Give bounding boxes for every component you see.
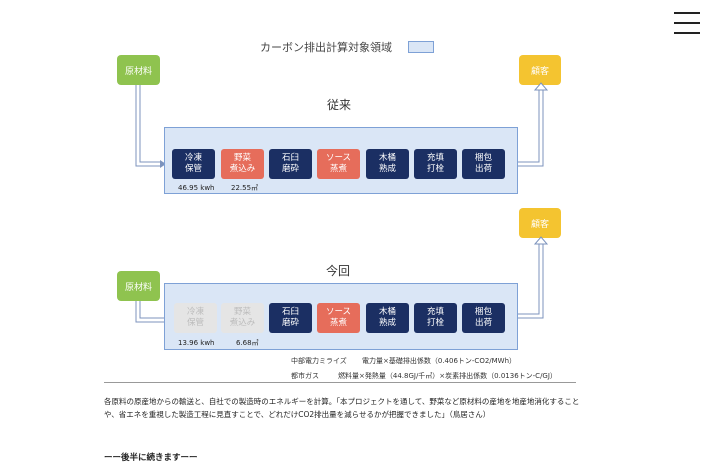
customer-label: 顧客 bbox=[530, 66, 549, 77]
step-line1: 梱包 bbox=[474, 153, 492, 163]
step-line2: 保管 bbox=[184, 164, 202, 174]
hamburger-menu-button[interactable] bbox=[674, 12, 700, 34]
step-line1: 野菜 bbox=[233, 307, 251, 317]
step-line1: ソース bbox=[325, 153, 352, 163]
step-line2: 出荷 bbox=[474, 164, 492, 174]
process-step: 野菜 煮込み bbox=[221, 149, 264, 179]
step-line2: 蒸煮 bbox=[329, 164, 347, 174]
step-line1: 石臼 bbox=[281, 153, 299, 163]
process-step: 石臼 磨砕 bbox=[269, 149, 312, 179]
raw-material-label: 原材料 bbox=[124, 66, 152, 77]
gas-label: 都市ガス bbox=[291, 372, 319, 380]
step-line1: 充填 bbox=[426, 307, 444, 317]
step-line2: 出荷 bbox=[474, 318, 492, 328]
customer-box: 顧客 bbox=[519, 208, 561, 238]
step-line1: 石臼 bbox=[281, 307, 299, 317]
current-title: 今回 bbox=[326, 264, 351, 278]
step-line2: 煮込み bbox=[229, 318, 256, 328]
process-step: 梱包 出荷 bbox=[462, 149, 505, 179]
gas-formula: 燃料量×発熱量（44.8GJ/千㎥）×炭素排出係数（0.0136トン-C/GJ） bbox=[338, 372, 557, 380]
raw-material-label: 原材料 bbox=[124, 282, 152, 293]
step-line1: 梱包 bbox=[474, 307, 492, 317]
step-line2: 打栓 bbox=[426, 164, 444, 174]
process-step: 冷凍 保管 bbox=[172, 149, 215, 179]
process-step: ソース 蒸煮 bbox=[317, 149, 360, 179]
step-line2: 保管 bbox=[186, 318, 204, 328]
step-line2: 熟成 bbox=[378, 318, 396, 328]
process-step: 木桶 熟成 bbox=[366, 149, 409, 179]
raw-material-box: 原材料 bbox=[117, 271, 160, 301]
step-line2: 磨砕 bbox=[281, 318, 299, 328]
gas-usage: 22.55㎥ bbox=[231, 184, 259, 192]
step-line1: 野菜 bbox=[233, 153, 251, 163]
process-step: 木桶 熟成 bbox=[366, 303, 409, 333]
legend-swatch bbox=[408, 41, 434, 53]
menu-bar-icon bbox=[674, 12, 700, 14]
step-line2: 磨砕 bbox=[281, 164, 299, 174]
step-line1: ソース bbox=[325, 307, 352, 317]
gas-usage: 6.68㎥ bbox=[236, 339, 259, 347]
step-line2: 煮込み bbox=[229, 164, 256, 174]
step-line1: 冷凍 bbox=[186, 307, 204, 317]
electricity-usage: 46.95 kwh bbox=[178, 184, 215, 192]
raw-material-box: 原材料 bbox=[117, 55, 160, 85]
electricity-usage: 13.96 kwh bbox=[178, 339, 215, 347]
process-step: 充填 打栓 bbox=[414, 149, 457, 179]
electric-formula: 電力量×基礎排出係数（0.406トン-CO2/MWh） bbox=[362, 357, 517, 365]
conventional-title: 従来 bbox=[327, 98, 352, 112]
step-line2: 打栓 bbox=[426, 318, 444, 328]
process-step: ソース 蒸煮 bbox=[317, 303, 360, 333]
step-line1: 木桶 bbox=[378, 307, 396, 317]
electric-label: 中部電力ミライズ bbox=[291, 357, 347, 365]
customer-label: 顧客 bbox=[530, 219, 549, 230]
process-step-removed: 野菜 煮込み bbox=[221, 303, 264, 333]
divider bbox=[104, 382, 576, 383]
step-line2: 熟成 bbox=[378, 164, 396, 174]
process-step: 石臼 磨砕 bbox=[269, 303, 312, 333]
process-step: 充填 打栓 bbox=[414, 303, 457, 333]
menu-bar-icon bbox=[674, 22, 700, 24]
legend-label: カーボン排出計算対象領域 bbox=[260, 41, 392, 54]
step-line1: 充填 bbox=[426, 153, 444, 163]
step-line1: 冷凍 bbox=[184, 153, 202, 163]
customer-box: 顧客 bbox=[519, 55, 561, 85]
process-step: 梱包 出荷 bbox=[462, 303, 505, 333]
process-step-removed: 冷凍 保管 bbox=[174, 303, 217, 333]
continued-note: ーー後半に続きますーー bbox=[104, 453, 198, 463]
article-paragraph: 各原料の原産地からの輸送と、自社での製造時のエネルギーを計算。「本プロジェクトを… bbox=[104, 397, 580, 419]
menu-bar-icon bbox=[674, 32, 700, 34]
step-line2: 蒸煮 bbox=[329, 318, 347, 328]
step-line1: 木桶 bbox=[378, 153, 396, 163]
